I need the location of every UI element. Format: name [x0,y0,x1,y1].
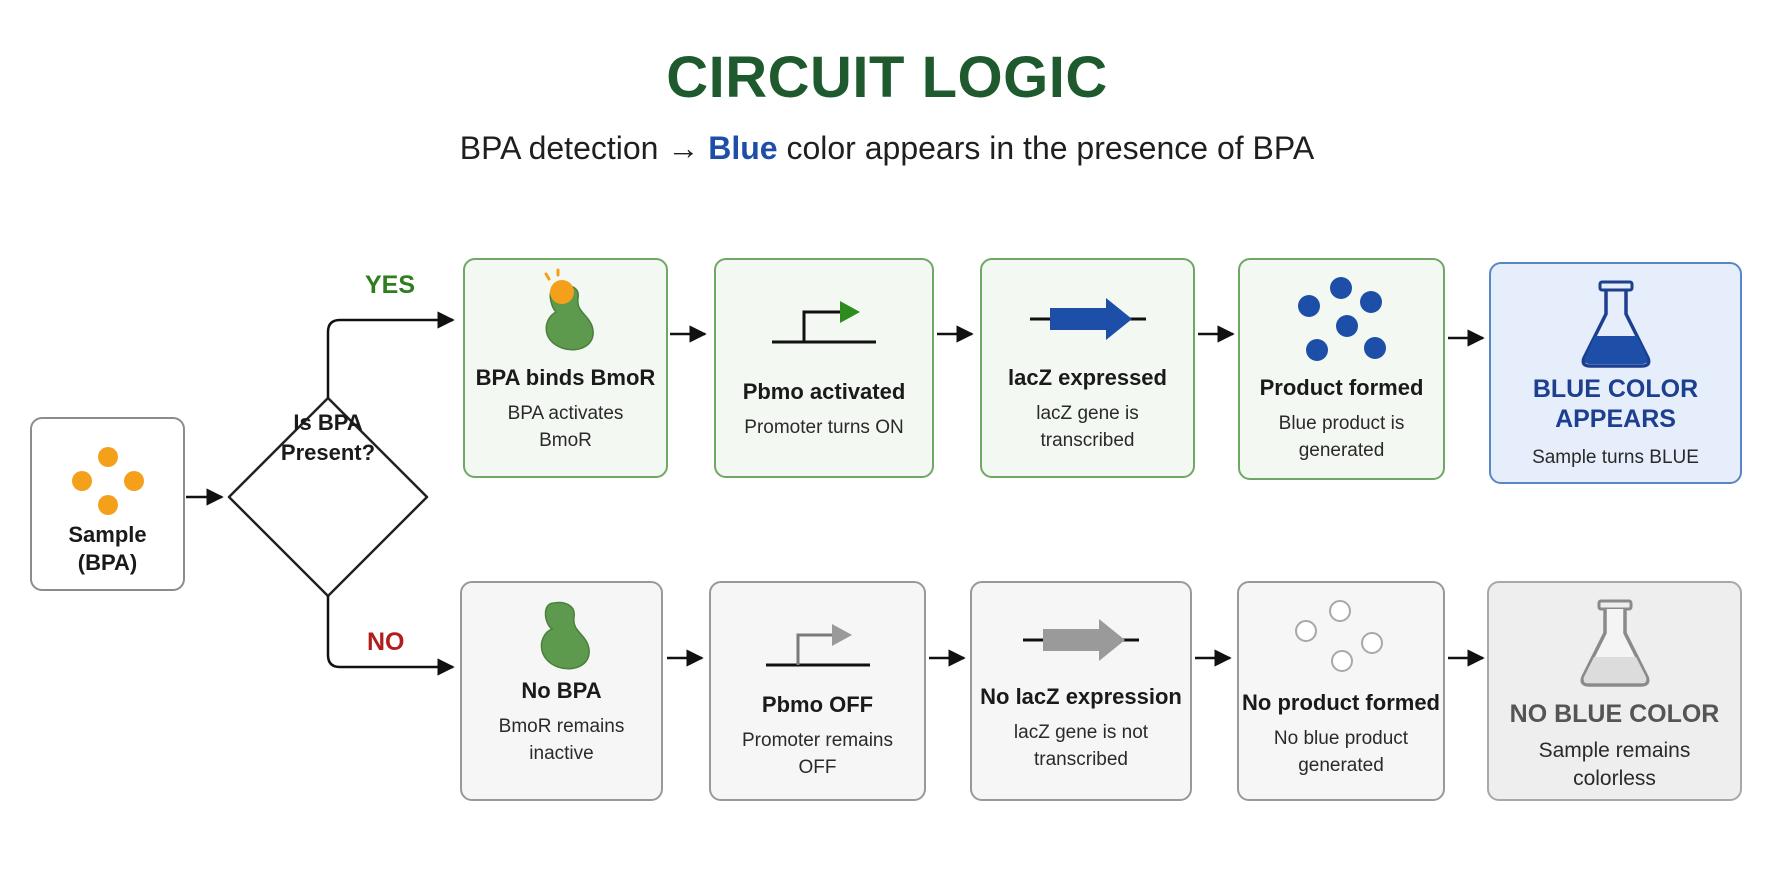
yes-step-3-title: lacZ expressed [1008,365,1167,390]
decision-line-2: Present? [280,440,376,465]
protein-icon [462,597,661,673]
no-step-3-desc-2: transcribed [1034,749,1128,770]
gray-gene-arrow-icon [972,615,1190,665]
no-step-3-desc-1: lacZ gene is not [1013,722,1149,743]
no-step-2-desc-2: OFF [798,757,837,778]
no-result-title: NO BLUE COLOR [1509,700,1720,728]
no-step-1-desc-2: inactive [529,743,594,764]
no-step-3-title: No lacZ expression [980,684,1182,709]
gene-arrow-icon [982,294,1193,344]
yes-step-2-title: Pbmo activated [742,379,906,404]
no-step-promoter-off: Pbmo OFF Promoter remains OFF [709,581,926,801]
empty-dots-icon [1239,597,1443,677]
yes-result-blue-color: BLUE COLOR APPEARS Sample turns BLUE [1489,262,1742,484]
yes-step-bpa-binds: BPA binds BmoR BPA activates BmoR [463,258,668,478]
blue-flask-icon [1491,280,1740,370]
no-step-no-product: No product formed No blue product genera… [1237,581,1445,801]
blue-dots-icon [1240,276,1443,366]
protein-bound-icon [465,268,666,360]
subtitle-end: color appears in the presence of BPA [777,130,1315,166]
promoter-on-icon [716,290,932,350]
yes-step-4-title: Product formed [1259,375,1424,400]
no-result-desc-2: colorless [1573,767,1656,790]
yes-step-4-desc-2: generated [1298,440,1385,461]
yes-step-1-title: BPA binds BmoR [475,365,656,390]
no-step-1-title: No BPA [521,678,602,703]
yes-step-product-formed: Product formed Blue product is generated [1238,258,1445,480]
no-step-2-desc-1: Promoter remains [742,730,893,751]
arrow-no-branch [326,596,455,676]
no-step-4-desc-1: No blue product [1273,728,1409,749]
yes-label: YES [365,271,416,299]
decision-line-1: Is BPA [293,410,363,435]
clear-flask-icon [1489,599,1740,689]
no-step-4-title: No product formed [1242,690,1440,715]
yes-step-lacz-expressed: lacZ expressed lacZ gene is transcribed [980,258,1195,478]
yes-step-3-desc-2: transcribed [1040,430,1135,451]
subtitle-start: BPA detection → [459,130,709,166]
no-step-2-title: Pbmo OFF [761,692,874,717]
yes-step-1-desc-1: BPA activates [507,403,624,424]
sample-box: Sample (BPA) [30,417,185,591]
yes-step-1-desc-2: BmoR [539,430,592,451]
yes-step-promoter-on: Pbmo activated Promoter turns ON [714,258,934,478]
no-result-desc-1: Sample remains [1538,739,1691,762]
no-result-no-blue: NO BLUE COLOR Sample remains colorless [1487,581,1742,801]
bpa-molecules-icon [32,439,183,519]
arrow-yes-branch [326,311,455,398]
no-step-no-bpa: No BPA BmoR remains inactive [460,581,663,801]
yes-step-4-desc-1: Blue product is [1278,413,1405,434]
no-step-4-desc-2: generated [1298,755,1384,776]
yes-step-3-desc-1: lacZ gene is [1036,403,1139,424]
no-label: NO [367,628,405,656]
no-step-1-desc-1: BmoR remains [498,716,625,737]
yes-result-desc: Sample turns BLUE [1532,447,1699,468]
sample-subtitle: (BPA) [77,550,138,575]
page-title: CIRCUIT LOGIC [666,45,1108,110]
no-step-no-lacz: No lacZ expression lacZ gene is not tran… [970,581,1192,801]
decision-label: Is BPA Present? [233,408,423,468]
page-subtitle: BPA detection → Blue color appears in th… [0,130,1774,167]
promoter-off-icon [711,613,924,673]
yes-step-2-desc-1: Promoter turns ON [744,417,904,438]
subtitle-highlight: Blue [708,130,778,166]
yes-result-title-1: BLUE COLOR [1532,375,1699,403]
yes-result-title-2: APPEARS [1555,405,1676,433]
sample-title: Sample [68,522,147,547]
